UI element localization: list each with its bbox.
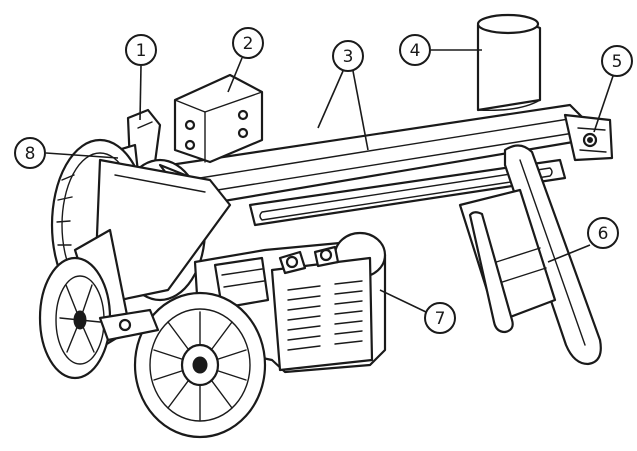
callout-label-1: 1: [136, 41, 147, 61]
leader-3a: [317, 70, 344, 129]
callout-4: 4: [399, 34, 431, 66]
leader-3b: [352, 70, 369, 151]
axle-bolt-icon: [118, 318, 132, 332]
leader-1: [139, 65, 142, 121]
push-plate: [173, 73, 264, 164]
leader-5: [593, 75, 614, 133]
leader-7: [379, 289, 427, 313]
callout-label-8: 8: [25, 144, 36, 164]
main-beam: [168, 103, 587, 227]
cylinder-tank: [476, 13, 542, 112]
callout-3: 3: [332, 40, 364, 72]
callout-label-5: 5: [612, 52, 623, 72]
callout-label-2: 2: [243, 34, 254, 54]
callout-label-7: 7: [435, 309, 446, 329]
callout-7: 7: [424, 302, 456, 334]
callout-label-6: 6: [598, 224, 609, 244]
callout-label-4: 4: [410, 41, 421, 61]
callout-label-3: 3: [343, 47, 354, 67]
callout-1: 1: [125, 34, 157, 66]
callout-5: 5: [601, 45, 633, 77]
end-bracket: [563, 113, 614, 162]
rear-stand: [458, 144, 602, 366]
callout-6: 6: [587, 217, 619, 249]
leader-8: [45, 152, 119, 159]
leader-2: [227, 57, 243, 93]
wheel-front: [133, 291, 267, 439]
callout-8: 8: [14, 137, 46, 169]
leader-6: [547, 244, 591, 263]
leader-lines: [45, 49, 614, 313]
callout-2: 2: [232, 27, 264, 59]
